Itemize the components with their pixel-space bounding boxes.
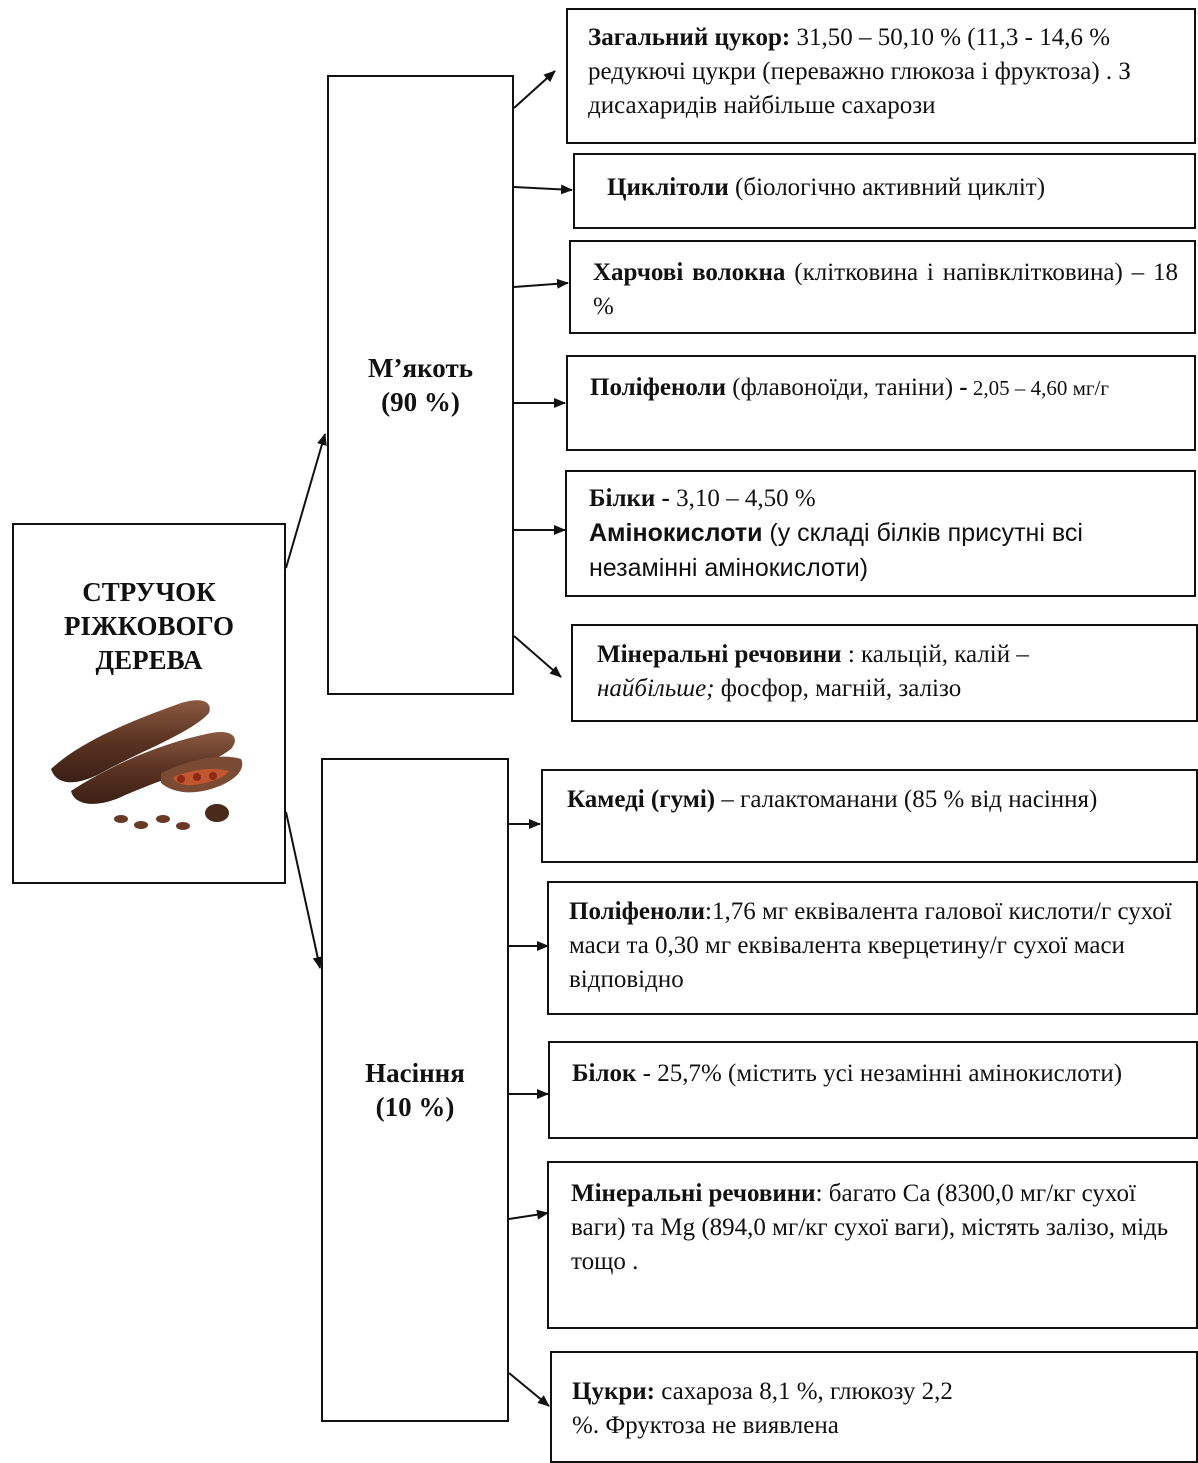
pulp-percent: (90 %): [381, 387, 460, 417]
arrow-seeds-5: [508, 1372, 550, 1407]
seeds-label: Насіння: [365, 1058, 465, 1088]
seed-item-sugars-title: Цукри:: [572, 1378, 655, 1405]
seed-item-sugars: Цукри: сахароза 8,1 %, глюкозу 2,2 %. Фр…: [550, 1351, 1198, 1463]
pulp-item-fiber-title: Харчові волокна: [593, 259, 786, 286]
pulp-item-minerals-text2: фосфор, магній, залізо: [714, 675, 962, 702]
pulp-item-polyphenols-text: (флавоноїди, таніни): [726, 374, 960, 401]
arrow-root-to-pulp: [285, 433, 327, 569]
pulp-item-sugar-title: Загальний цукор:: [588, 24, 791, 51]
pulp-item-minerals: Мінеральні речовини : кальцій, калій – на…: [571, 624, 1198, 722]
seed-item-protein: Білок - 25,7% (містить усі незамінні амі…: [548, 1041, 1198, 1139]
pulp-item-proteins-text: 3,10 – 4,50 %: [669, 485, 816, 512]
arrow-seeds-4: [508, 1209, 549, 1220]
seeds-node: Насіння (10 %): [321, 758, 509, 1422]
seed-item-sugars-text: сахароза 8,1 %, глюкозу 2,2 %. Фруктоза …: [572, 1378, 953, 1439]
seed-item-protein-title: Білок: [572, 1060, 637, 1087]
pulp-item-minerals-text: : кальцій, калій –: [841, 641, 1029, 668]
pulp-item-minerals-title: Мінеральні речовини: [597, 641, 842, 668]
pulp-item-polyphenols-title: Поліфеноли: [590, 374, 726, 401]
seed-item-polyphenols-text: :1,76 мг еквівалента галової кислоти/г с…: [569, 898, 1172, 993]
pulp-item-aminoacids-title: Амінокислоти: [589, 519, 763, 547]
root-title-line1: СТРУЧОК: [82, 577, 216, 607]
pulp-item-polyphenols-dash: -: [959, 374, 968, 401]
root-title-line2: РІЖКОВОГО: [63, 611, 235, 641]
pulp-item-proteins: Білки - 3,10 – 4,50 % Амінокислоти (у ск…: [565, 470, 1196, 597]
seed-item-gums-text: – галактоманани (85 % від насіння): [715, 786, 1098, 813]
arrow-pulp-1: [513, 70, 556, 109]
pulp-item-cyclitols: Циклітоли (біологічно активний цикліт): [573, 153, 1196, 229]
pulp-item-aminoacids-text: (у складі білків присутні всі незамінні …: [589, 519, 1083, 582]
pulp-item-polyphenols: Поліфеноли (флавоноїди, таніни) - 2,05 –…: [566, 355, 1196, 451]
pulp-item-sugar-text: 31,50 – 50,10 % (11,3 - 14,6 % редукючі …: [588, 24, 1131, 119]
pulp-item-fiber-text: (клітковина і напівклітковина) – 18 %: [593, 259, 1178, 320]
seeds-percent: (10 %): [375, 1092, 455, 1122]
seed-item-polyphenols-title: Поліфеноли: [569, 898, 705, 925]
seed-item-minerals: Мінеральні речовини: багато Ca (8300,0 м…: [547, 1161, 1198, 1329]
seed-item-gums: Камеді (гумі) – галактоманани (85 % від …: [541, 769, 1198, 863]
pulp-item-fiber: Харчові волокна (клітковина і напівклітк…: [569, 240, 1196, 334]
pulp-item-minerals-italic: найбільше;: [597, 675, 715, 702]
pulp-item-cyclitols-title: Циклітоли: [607, 174, 729, 201]
root-node: СТРУЧОК РІЖКОВОГО ДЕРЕВА: [12, 523, 286, 884]
seed-item-gums-title: Камеді (гумі): [567, 786, 716, 813]
pulp-node: М’якоть (90 %): [327, 75, 514, 695]
carob-pod-image: [51, 700, 243, 830]
pulp-label: М’якоть: [368, 353, 473, 383]
seed-item-protein-text: - 25,7% (містить усі незамінні амінокисл…: [636, 1060, 1123, 1087]
arrow-root-to-seeds: [285, 811, 323, 969]
arrow-pulp-3: [513, 278, 569, 289]
seed-item-minerals-title: Мінеральні речовини: [571, 1180, 816, 1207]
pulp-item-polyphenols-value: 2,05 – 4,60 мг/г: [967, 376, 1109, 400]
pulp-item-proteins-title: Білки -: [589, 485, 670, 512]
arrow-pulp-2: [513, 184, 573, 195]
pulp-item-sugar: Загальний цукор: 31,50 – 50,10 % (11,3 -…: [566, 8, 1196, 144]
arrow-pulp-6: [513, 635, 562, 678]
pulp-item-cyclitols-text: (біологічно активний цикліт): [728, 174, 1046, 201]
root-title-line3: ДЕРЕВА: [95, 645, 203, 675]
seed-item-minerals-text: : багато Ca (8300,0 мг/кг сухої ваги) та…: [571, 1180, 1169, 1275]
seed-item-polyphenols: Поліфеноли:1,76 мг еквівалента галової к…: [547, 881, 1198, 1015]
